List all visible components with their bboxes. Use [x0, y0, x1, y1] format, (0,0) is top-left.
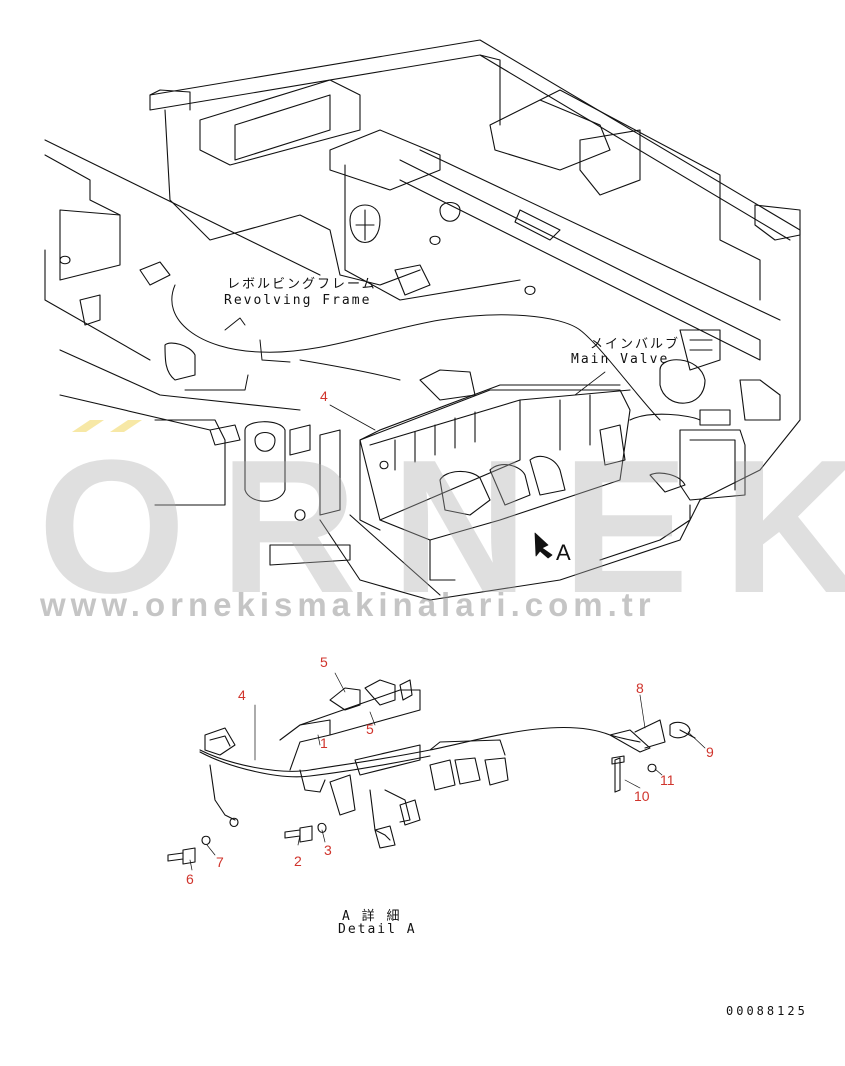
- leader-main-valve: [574, 371, 606, 396]
- callout-5-top: 5: [320, 654, 328, 670]
- callout-10: 10: [634, 788, 650, 804]
- arrow-a-label: A: [556, 540, 573, 565]
- detail-a-harness-drawing: [167, 679, 696, 865]
- callout-5-inner: 5: [366, 721, 374, 737]
- watermark-accent-icon: [72, 420, 142, 432]
- main-valve-label-en: Main Valve: [571, 352, 670, 367]
- callout-7: 7: [216, 854, 224, 870]
- callout-9: 9: [706, 744, 714, 760]
- callout-1: 1: [320, 735, 328, 751]
- callout-8: 8: [636, 680, 644, 696]
- drawing-number: 00088125: [726, 1004, 808, 1018]
- detail-leaders: [189, 672, 706, 871]
- revolving-frame-label-jp: レボルビングフレーム: [227, 277, 377, 292]
- left-rail-drawing: [44, 139, 321, 431]
- detail-a-title-jp: A 詳 細: [342, 909, 402, 924]
- watermark-url: www.ornekismakinalari.com.tr: [40, 586, 656, 623]
- revolving-frame-drawing: [149, 39, 801, 501]
- callout-6: 6: [186, 871, 194, 887]
- callout-3: 3: [324, 842, 332, 858]
- revolving-frame-label-en: Revolving Frame: [224, 293, 372, 308]
- main-valve-drawing: [359, 369, 631, 581]
- callout-2: 2: [294, 853, 302, 869]
- leader-4: [329, 404, 376, 431]
- callout-11: 11: [660, 772, 675, 788]
- frame-harness-drawing: [171, 284, 661, 421]
- bracket-drawing: [154, 419, 351, 566]
- callout-top-4: 4: [320, 388, 328, 404]
- watermark-word: ORNEK: [38, 421, 845, 633]
- right-connector-drawing: [599, 409, 746, 561]
- callout-4: 4: [238, 687, 246, 703]
- main-valve-label-jp: メインバルブ: [590, 337, 681, 352]
- frame-bottom-drawing: [319, 499, 701, 601]
- arrow-a-shape: [534, 532, 553, 559]
- detail-a-title-en: Detail A: [338, 922, 417, 937]
